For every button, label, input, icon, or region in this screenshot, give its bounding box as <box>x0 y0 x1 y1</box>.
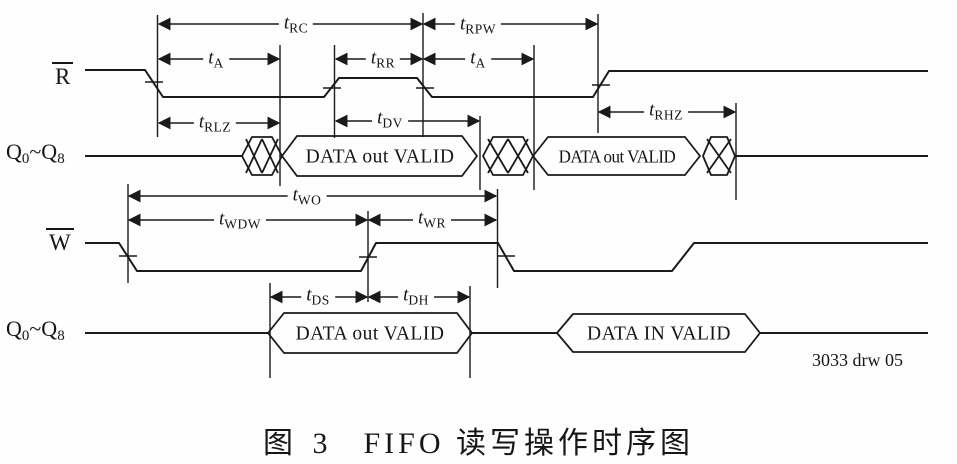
read-strobe-label: R <box>52 62 74 88</box>
timing-diagram-canvas <box>85 13 928 378</box>
timing-label-tds: tDS <box>301 285 335 307</box>
timing-label-ta-read1: tA <box>203 48 229 70</box>
bus-transition-crosshatch-3 <box>702 136 736 176</box>
figure-title: FIFO 读写操作时序图 <box>363 427 695 460</box>
write-strobe-label: W <box>46 228 74 254</box>
timing-label-trr: tRR <box>365 48 401 70</box>
read-strobe-waveform <box>85 69 928 98</box>
timing-label-trhz: tRHZ <box>644 100 688 122</box>
timing-label-ta-read2: tA <box>465 48 491 70</box>
timing-label-trpw: tRPW <box>454 14 502 36</box>
read-bus-label: Q0~Q8 <box>6 139 65 167</box>
read-data-valid-text-1: DATA out VALID <box>305 146 455 168</box>
figure-caption: 图 3 FIFO 读写操作时序图 <box>0 418 957 462</box>
write-data-valid-hexagon-1 <box>267 312 473 354</box>
write-strobe-overline: W <box>46 228 74 254</box>
read-data-valid-hexagon-1 <box>281 135 478 177</box>
bus-transition-crosshatch-2 <box>482 136 534 176</box>
reference-lines <box>127 13 737 378</box>
read-strobe-overline: R <box>52 62 74 88</box>
drawing-number: 3033 drw 05 <box>812 350 903 370</box>
timing-label-tdh: tDH <box>398 285 434 307</box>
read-data-valid-text-2: DATA out VALID <box>558 146 676 167</box>
write-data-valid-text-1: DATA out VALID <box>295 323 445 345</box>
timing-label-two: tWO <box>287 185 327 207</box>
timing-label-twdw: tWDW <box>213 209 267 231</box>
timing-label-trlz: tRLZ <box>193 112 237 134</box>
read-data-valid-hexagon-2 <box>532 136 701 176</box>
timing-label-trc: tRC <box>278 13 314 35</box>
write-bus-label: Q0~Q8 <box>6 316 65 344</box>
bus-transition-crosshatch-1 <box>241 136 283 176</box>
write-data-valid-text-2: DATA IN VALID <box>587 323 731 345</box>
write-data-valid-hexagon-2 <box>556 313 761 353</box>
timing-label-tdv: tDV <box>372 108 408 130</box>
write-strobe-waveform <box>85 242 928 272</box>
figure-number: 图 3 <box>262 427 334 460</box>
timing-label-twr: tWR <box>412 208 452 230</box>
edge-tick-marks <box>119 81 610 258</box>
